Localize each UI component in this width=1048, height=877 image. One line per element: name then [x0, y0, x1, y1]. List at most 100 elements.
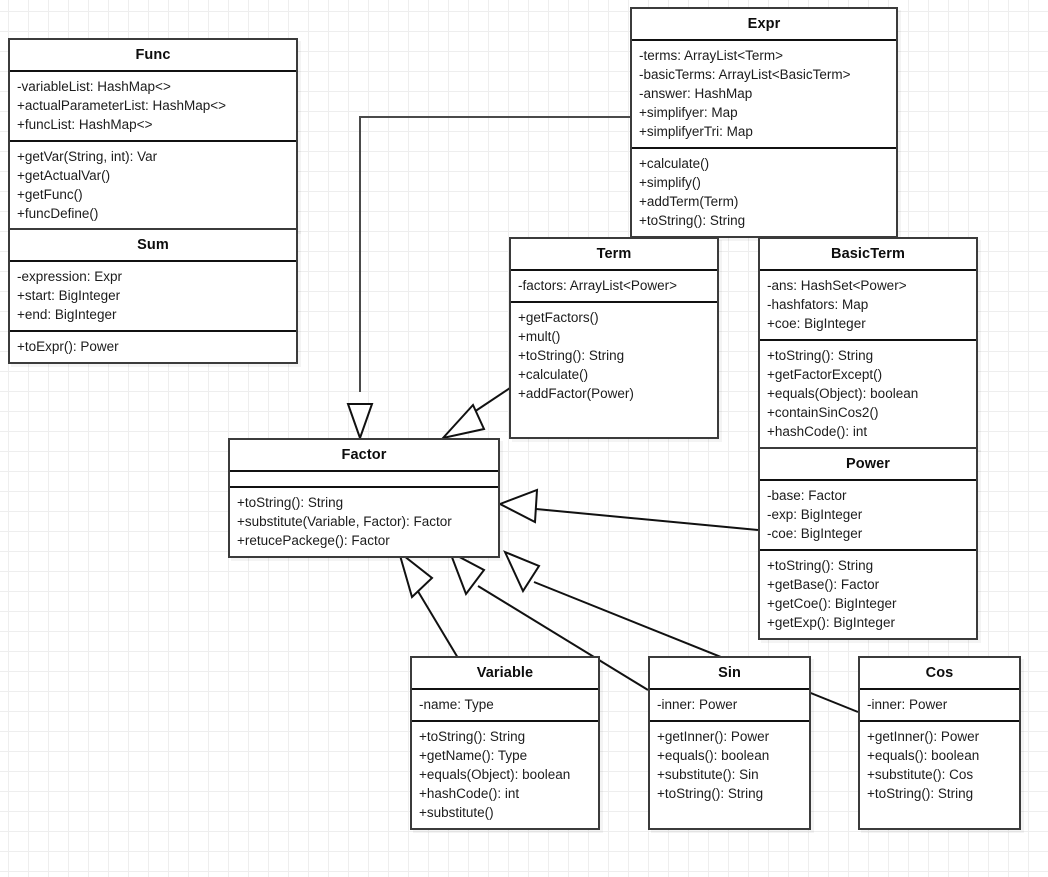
uml-class-power[interactable]: Power -base: Factor -exp: BigInteger -co…: [758, 447, 978, 640]
method-item: +substitute(): Sin: [657, 767, 759, 782]
edge-power-to-factor: [497, 488, 759, 531]
attributes-compartment-power: -base: Factor -exp: BigInteger -coe: Big…: [760, 481, 976, 551]
attribute-item: -variableList: HashMap<>: [17, 79, 171, 94]
class-name-expr: Expr: [632, 9, 896, 41]
method-item: +getVar(String, int): Var: [17, 149, 158, 164]
method-item: +substitute(Variable, Factor): Factor: [237, 514, 452, 529]
method-item: +calculate(): [639, 156, 710, 171]
method-item: +hashCode(): int: [419, 786, 520, 801]
uml-class-factor[interactable]: Factor +toString(): String +substitute(V…: [228, 438, 500, 558]
attributes-compartment-basicterm: -ans: HashSet<Power> -hashfators: Map +c…: [760, 271, 976, 341]
methods-compartment-sin: +getInner(): Power +equals(): boolean +s…: [650, 722, 809, 809]
attribute-item: -factors: ArrayList<Power>: [518, 278, 678, 293]
attributes-compartment-term: -factors: ArrayList<Power>: [511, 271, 717, 303]
method-item: +hashCode(): int: [767, 424, 868, 439]
attributes-compartment-expr: -terms: ArrayList<Term> -basicTerms: Arr…: [632, 41, 896, 149]
class-name-cos: Cos: [860, 658, 1019, 690]
method-item: +getName(): Type: [419, 748, 528, 763]
uml-class-func[interactable]: Func -variableList: HashMap<> +actualPar…: [8, 38, 298, 231]
uml-class-sum[interactable]: Sum -expression: Expr +start: BigInteger…: [8, 228, 298, 364]
method-item: +toString(): String: [657, 786, 764, 801]
method-item: +toString(): String: [237, 495, 344, 510]
method-item: +getExp(): BigInteger: [767, 615, 895, 630]
attributes-compartment-cos: -inner: Power: [860, 690, 1019, 722]
class-name-variable: Variable: [412, 658, 598, 690]
attribute-item: -expression: Expr: [17, 269, 123, 284]
method-item: +toString(): String: [518, 348, 625, 363]
attribute-item: +actualParameterList: HashMap<>: [17, 98, 226, 113]
attribute-item: -exp: BigInteger: [767, 507, 863, 522]
class-name-sin: Sin: [650, 658, 809, 690]
method-item: +getActualVar(): [17, 168, 111, 183]
method-item: +equals(Object): boolean: [767, 386, 919, 401]
class-name-basicterm: BasicTerm: [760, 239, 976, 271]
attribute-item: +coe: BigInteger: [767, 316, 866, 331]
method-item: +getCoe(): BigInteger: [767, 596, 897, 611]
attribute-item: -inner: Power: [657, 697, 738, 712]
method-item: +equals(): boolean: [867, 748, 980, 763]
methods-compartment-cos: +getInner(): Power +equals(): boolean +s…: [860, 722, 1019, 809]
method-item: +substitute(): Cos: [867, 767, 974, 782]
edge-term-to-factor: [440, 387, 511, 440]
methods-compartment-factor: +toString(): String +substitute(Variable…: [230, 488, 498, 556]
method-item: +getBase(): Factor: [767, 577, 880, 592]
method-item: +addFactor(Power): [518, 386, 634, 401]
method-item: +toString(): String: [767, 348, 874, 363]
edge-variable-to-factor: [397, 549, 459, 659]
method-item: +toString(): String: [867, 786, 974, 801]
method-item: +toExpr(): Power: [17, 339, 119, 354]
uml-class-sin[interactable]: Sin -inner: Power +getInner(): Power +eq…: [648, 656, 811, 830]
method-item: +getInner(): Power: [867, 729, 980, 744]
attribute-item: -answer: HashMap: [639, 86, 753, 101]
method-item: +getFunc(): [17, 187, 83, 202]
method-item: +retucePackege(): Factor: [237, 533, 390, 548]
attribute-item: -terms: ArrayList<Term>: [639, 48, 784, 63]
attribute-item: +funcList: HashMap<>: [17, 117, 153, 132]
method-item: +getInner(): Power: [657, 729, 770, 744]
attributes-compartment-sum: -expression: Expr +start: BigInteger +en…: [10, 262, 296, 332]
attributes-compartment-sin: -inner: Power: [650, 690, 809, 722]
method-item: +containSinCos2(): [767, 405, 879, 420]
uml-class-expr[interactable]: Expr -terms: ArrayList<Term> -basicTerms…: [630, 7, 898, 238]
attribute-item: -basicTerms: ArrayList<BasicTerm>: [639, 67, 851, 82]
class-name-sum: Sum: [10, 230, 296, 262]
attribute-item: -hashfators: Map: [767, 297, 869, 312]
attributes-compartment-factor: [230, 472, 498, 488]
attribute-item: -ans: HashSet<Power>: [767, 278, 907, 293]
attribute-item: -name: Type: [419, 697, 494, 712]
attributes-compartment-variable: -name: Type: [412, 690, 598, 722]
class-name-power: Power: [760, 449, 976, 481]
method-item: +substitute(): [419, 805, 494, 820]
method-item: +toString(): String: [639, 213, 746, 228]
attribute-item: +start: BigInteger: [17, 288, 121, 303]
methods-compartment-variable: +toString(): String +getName(): Type +eq…: [412, 722, 598, 828]
method-item: +mult(): [518, 329, 561, 344]
method-item: +equals(): boolean: [657, 748, 770, 763]
attribute-item: -base: Factor: [767, 488, 847, 503]
method-item: +calculate(): [518, 367, 589, 382]
attribute-item: -inner: Power: [867, 697, 948, 712]
class-name-factor: Factor: [230, 440, 498, 472]
method-item: +simplify(): [639, 175, 701, 190]
attribute-item: +end: BigInteger: [17, 307, 117, 322]
methods-compartment-power: +toString(): String +getBase(): Factor +…: [760, 551, 976, 638]
methods-compartment-sum: +toExpr(): Power: [10, 332, 296, 362]
attribute-item: +simplifyer: Map: [639, 105, 738, 120]
method-item: +addTerm(Term): [639, 194, 739, 209]
methods-compartment-expr: +calculate() +simplify() +addTerm(Term) …: [632, 149, 896, 236]
methods-compartment-term: +getFactors() +mult() +toString(): Strin…: [511, 303, 717, 409]
uml-class-term[interactable]: Term -factors: ArrayList<Power> +getFact…: [509, 237, 719, 439]
method-item: +toString(): String: [419, 729, 526, 744]
uml-class-basicterm[interactable]: BasicTerm -ans: HashSet<Power> -hashfato…: [758, 237, 978, 449]
methods-compartment-basicterm: +toString(): String +getFactorExcept() +…: [760, 341, 976, 447]
method-item: +getFactors(): [518, 310, 599, 325]
class-name-func: Func: [10, 40, 296, 72]
uml-class-variable[interactable]: Variable -name: Type +toString(): String…: [410, 656, 600, 830]
method-item: +getFactorExcept(): [767, 367, 883, 382]
method-item: +toString(): String: [767, 558, 874, 573]
uml-class-cos[interactable]: Cos -inner: Power +getInner(): Power +eq…: [858, 656, 1021, 830]
attribute-item: -coe: BigInteger: [767, 526, 863, 541]
class-name-term: Term: [511, 239, 717, 271]
method-item: +funcDefine(): [17, 206, 99, 221]
